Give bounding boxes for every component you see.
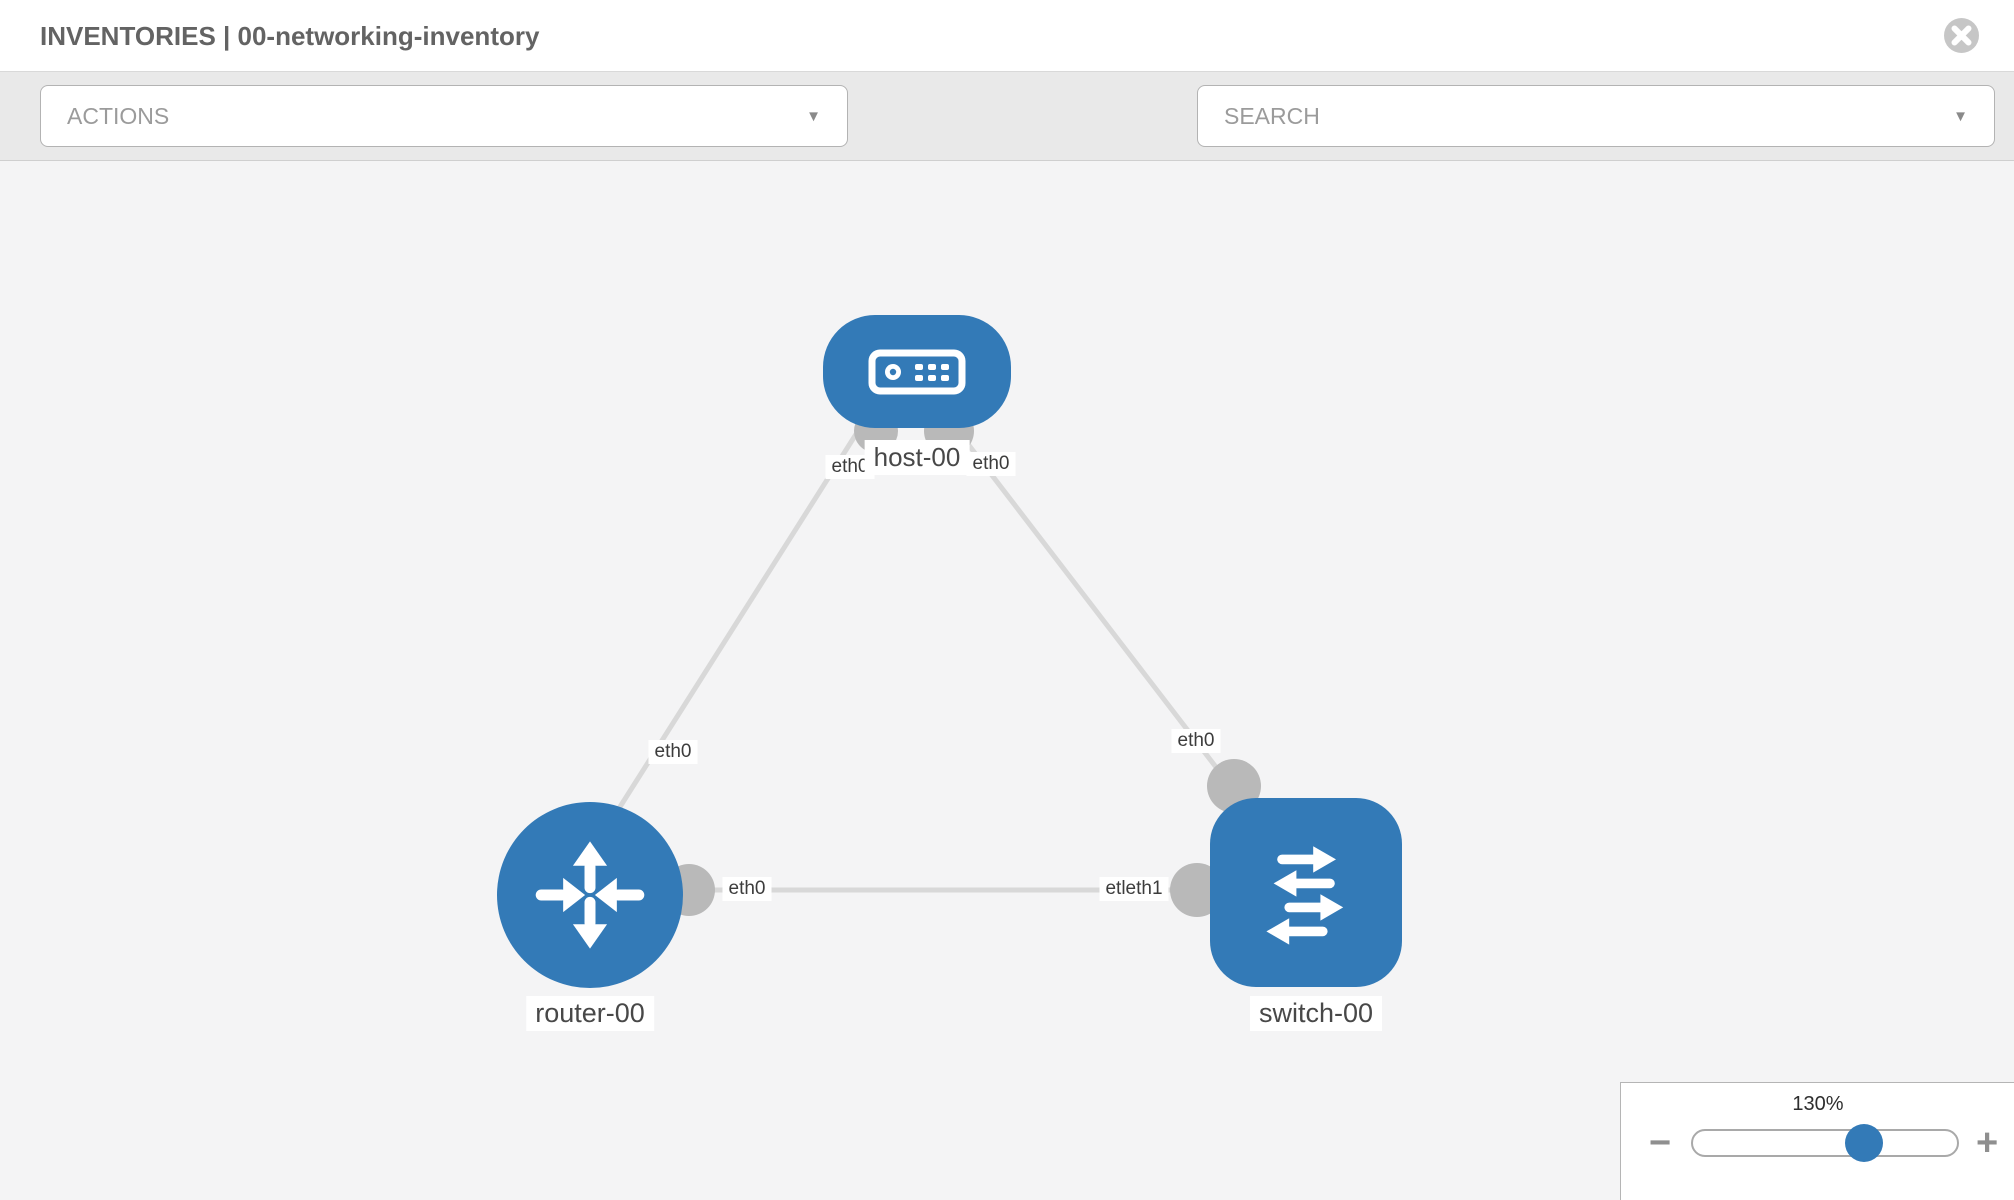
chevron-down-icon: ▼	[806, 107, 821, 125]
topology-canvas[interactable]	[0, 161, 2014, 1200]
iface-label: eth0	[1171, 729, 1221, 753]
node-host[interactable]	[823, 315, 1011, 428]
router-icon	[535, 841, 645, 949]
zoom-slider-thumb[interactable]	[1845, 1124, 1883, 1162]
header-bar: INVENTORIES | 00-networking-inventory	[0, 0, 2014, 72]
iface-label: eth0	[648, 740, 698, 764]
search-dropdown[interactable]: SEARCH ▼	[1197, 85, 1995, 147]
search-placeholder: SEARCH	[1224, 102, 1320, 129]
actions-dropdown-label: ACTIONS	[67, 102, 170, 129]
actions-dropdown[interactable]: ACTIONS ▼	[40, 85, 848, 147]
chevron-down-icon: ▼	[1953, 107, 1968, 125]
iface-label: etleth1	[1099, 877, 1169, 901]
iface-label: eth0	[722, 877, 772, 901]
zoom-in-button[interactable]: +	[1976, 1122, 1999, 1164]
node-label-router: router-00	[526, 996, 654, 1031]
page-title: INVENTORIES | 00-networking-inventory	[40, 21, 540, 51]
node-switch[interactable]	[1210, 798, 1402, 987]
node-router[interactable]	[497, 802, 683, 988]
zoom-out-button[interactable]: −	[1649, 1122, 1672, 1164]
zoom-slider-track[interactable]	[1691, 1129, 1959, 1157]
zoom-level-label: 130%	[1792, 1093, 1844, 1115]
node-label-switch: switch-00	[1249, 996, 1383, 1031]
close-button[interactable]	[1943, 17, 1980, 54]
iface-label: eth0	[966, 452, 1016, 476]
host-icon	[868, 349, 966, 394]
node-label-host: host-00	[864, 440, 970, 475]
zoom-panel: 130% − +	[1620, 1082, 2014, 1200]
switch-icon	[1266, 845, 1344, 945]
link-host-switch[interactable]	[946, 416, 1234, 790]
